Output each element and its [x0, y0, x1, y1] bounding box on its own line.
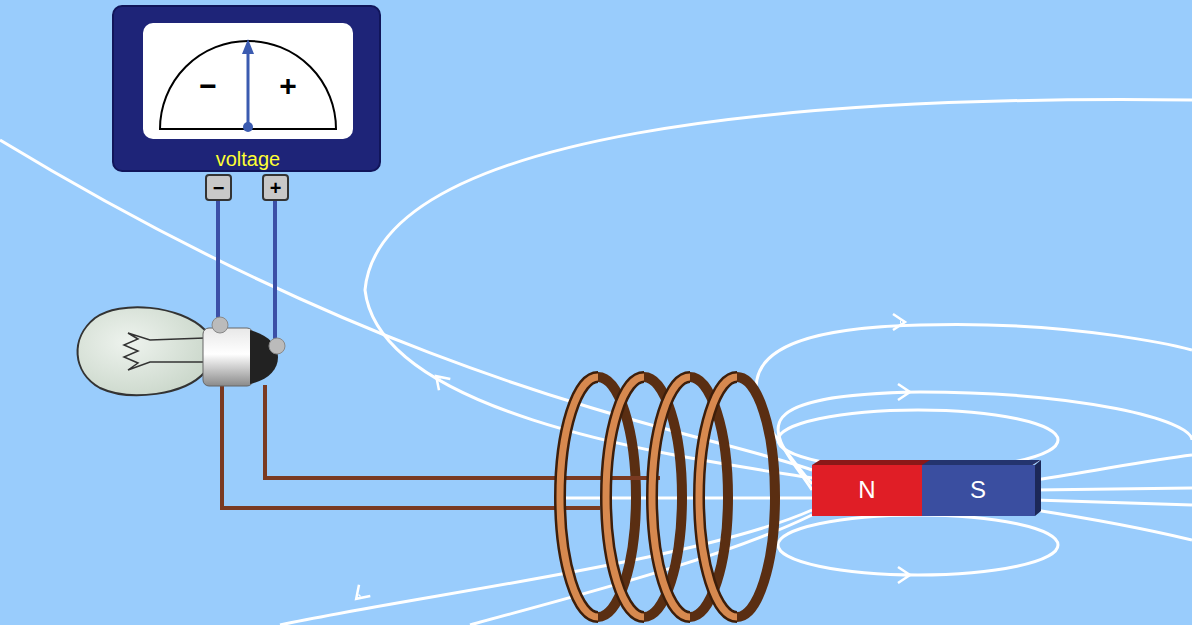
meter-label: voltage: [216, 149, 281, 169]
magnet-north: N: [812, 465, 922, 516]
magnet-south: S: [922, 465, 1035, 516]
terminal-sign: −: [213, 178, 225, 198]
meter-face: −+: [143, 23, 353, 139]
pole-letter: N: [858, 478, 875, 502]
terminal-plus: +: [262, 174, 289, 201]
field-lines: [0, 100, 1192, 625]
meter-scale: [143, 23, 353, 139]
pole-letter: S: [970, 478, 986, 502]
scale-sign: −: [199, 71, 217, 101]
coil-front: [560, 377, 737, 617]
coil-back: [598, 377, 775, 617]
light-bulb: [78, 307, 285, 395]
magnet-body: [812, 460, 1041, 516]
terminal-sign: +: [270, 178, 282, 198]
terminal-minus: −: [205, 174, 232, 201]
meter-panel: voltage−+: [112, 5, 381, 172]
scale-sign: +: [279, 71, 297, 101]
coil-wires: [222, 385, 660, 508]
